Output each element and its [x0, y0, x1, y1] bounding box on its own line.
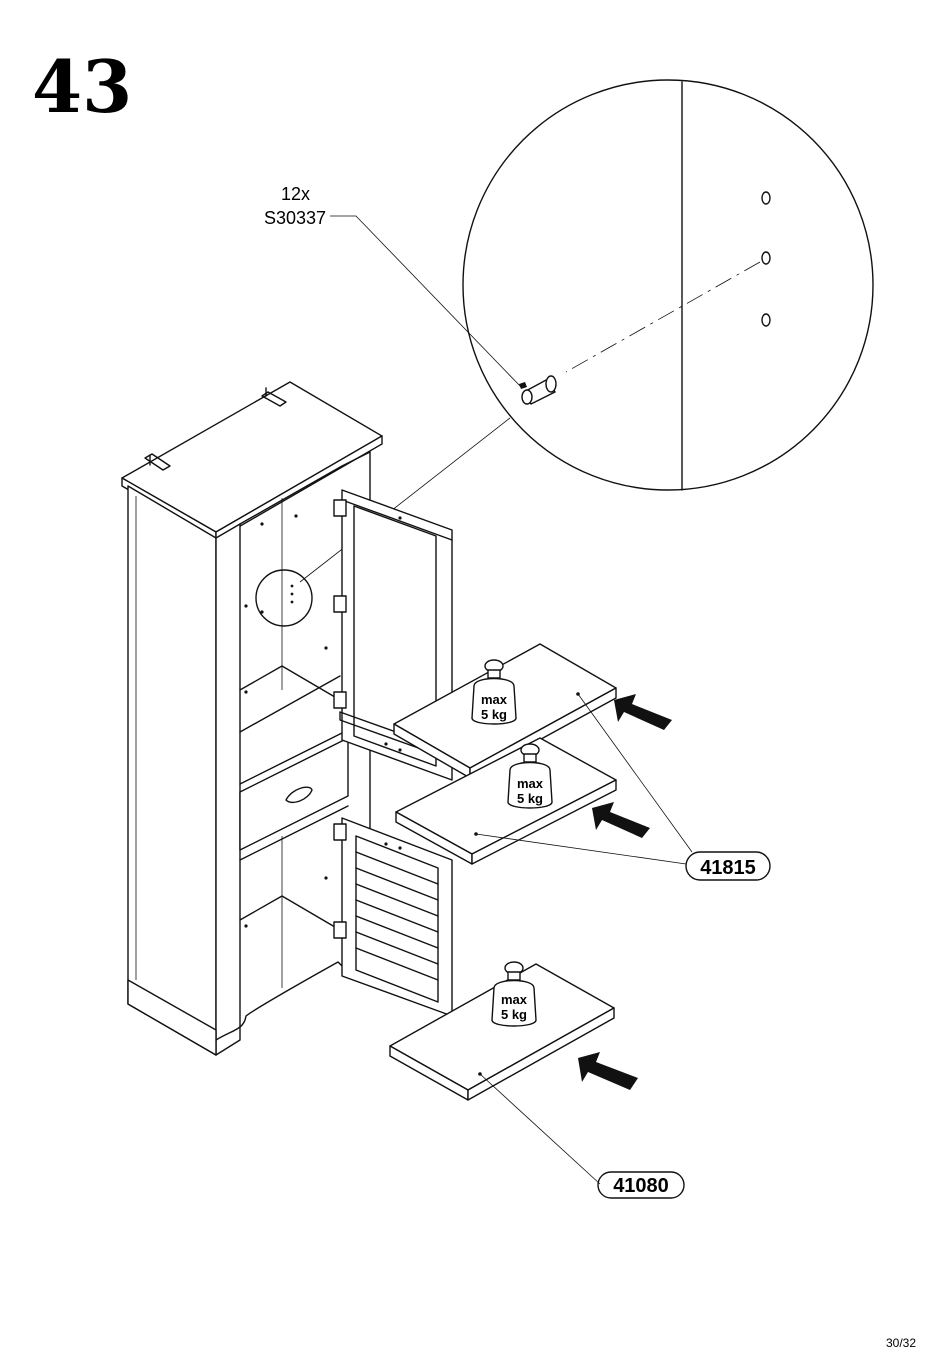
shelf-hole-dots: [244, 514, 327, 927]
shelf-pin-icon: [519, 376, 556, 404]
cabinet: [122, 382, 452, 1055]
callout-part-code: S30337: [264, 208, 326, 228]
weight-text-line1: max: [481, 692, 508, 707]
weight-text-line1: max: [517, 776, 544, 791]
page-number: 30/32: [886, 1336, 916, 1350]
insert-arrow-icon: [592, 802, 650, 838]
callout-quantity: 12x: [281, 184, 310, 204]
part-label-41080: 41080: [480, 1074, 684, 1198]
shelf-pin-callout: 12x S30337: [264, 184, 522, 388]
weight-text-line2: 5 kg: [481, 707, 507, 722]
insert-arrow-icon: [614, 694, 672, 730]
weight-text-line2: 5 kg: [501, 1007, 527, 1022]
insert-arrow-icon: [578, 1052, 638, 1090]
weight-text-line2: 5 kg: [517, 791, 543, 806]
part-code: 41080: [613, 1175, 669, 1197]
weight-text-line1: max: [501, 992, 528, 1007]
step-number: 43: [32, 44, 132, 129]
part-code: 41815: [700, 857, 756, 879]
